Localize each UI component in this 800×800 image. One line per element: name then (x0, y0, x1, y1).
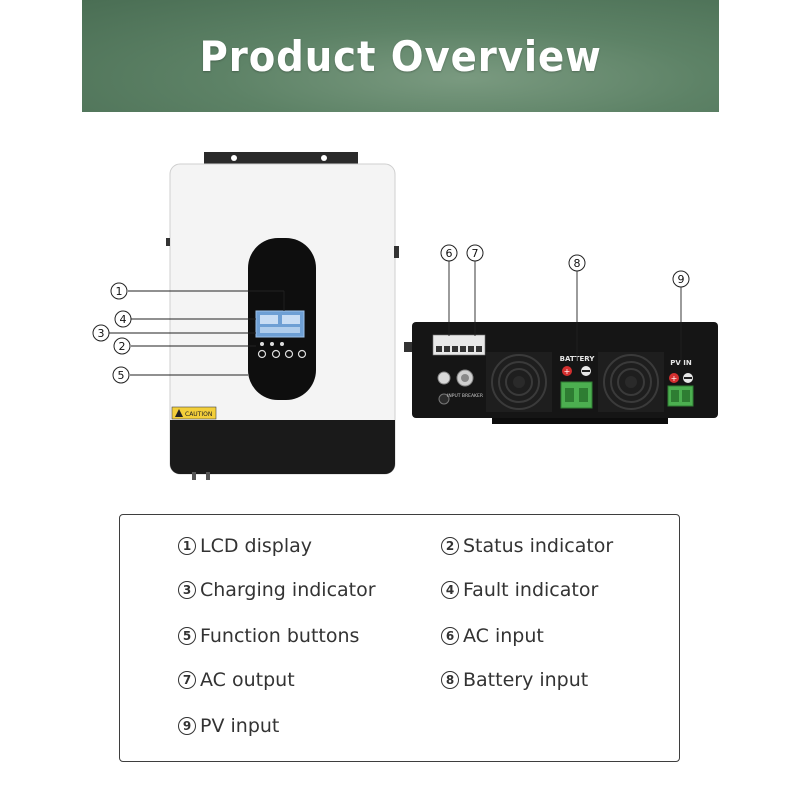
legend-text: Function buttons (200, 625, 360, 647)
legend-text: Fault indicator (463, 579, 599, 601)
legend-item-lcd-display: 1 LCD display (178, 535, 312, 557)
legend-text: PV input (200, 715, 280, 737)
function-button[interactable] (284, 349, 294, 359)
product-figure: CAUTION 1 4 3 2 5 (0, 120, 800, 500)
mounting-bracket (204, 152, 358, 166)
callout-4: 4 (120, 313, 127, 326)
callout-9: 9 (678, 273, 685, 286)
legend-item-ac-output: 7 AC output (178, 669, 295, 691)
legend-item-battery-input: 8 Battery input (441, 669, 588, 691)
svg-text:+: + (564, 367, 571, 376)
legend-number: 5 (178, 627, 196, 645)
legend-number: 9 (178, 717, 196, 735)
legend-number: 2 (441, 537, 459, 555)
callout-1: 1 (116, 285, 123, 298)
callout-8: 8 (574, 257, 581, 270)
banner-title: Product Overview (199, 31, 602, 81)
fan-right (598, 352, 664, 412)
front-callouts (109, 290, 285, 376)
caution-sticker (171, 406, 217, 420)
legend-box: 1 LCD display 2 Status indicator 3 Charg… (119, 514, 680, 762)
battery-positive (562, 366, 572, 376)
legend-number: 1 (178, 537, 196, 555)
legend-number: 4 (441, 581, 459, 599)
callout-7: 7 (472, 247, 479, 260)
bottom-view: INPUT BREAKER BATTERY + (404, 322, 718, 424)
legend-item-status-indicator: 2 Status indicator (441, 535, 613, 557)
legend-item-pv-input: 9 PV input (178, 715, 279, 737)
legend-item-function-buttons: 5 Function buttons (178, 625, 359, 647)
callout-6: 6 (446, 247, 453, 260)
fan-left (486, 352, 552, 412)
caution-label: CAUTION (185, 411, 212, 418)
function-button[interactable] (257, 349, 267, 359)
inverter-base (170, 420, 395, 474)
callout-2: 2 (119, 340, 126, 353)
callout-3: 3 (98, 327, 105, 340)
legend-item-ac-input: 6 AC input (441, 625, 544, 647)
legend-number: 3 (178, 581, 196, 599)
function-button[interactable] (297, 349, 307, 359)
function-button[interactable] (271, 349, 281, 359)
callout-5: 5 (118, 369, 125, 382)
svg-text:+: + (671, 374, 678, 383)
legend-number: 7 (178, 671, 196, 689)
legend-text: Status indicator (463, 535, 614, 557)
legend-text: Charging indicator (200, 579, 376, 601)
legend-text: AC input (463, 625, 544, 647)
pv-positive (669, 373, 679, 383)
breaker-knob (437, 371, 451, 385)
legend-text: AC output (200, 669, 295, 691)
banner: Product Overview (82, 0, 719, 112)
product-illustration: CAUTION 1 4 3 2 5 (92, 152, 718, 480)
legend-text: Battery input (463, 669, 589, 691)
legend-number: 6 (441, 627, 459, 645)
legend-item-charging-indicator: 3 Charging indicator (178, 579, 376, 601)
legend-number: 8 (441, 671, 459, 689)
legend-text: LCD display (200, 535, 312, 557)
front-view: CAUTION (166, 152, 399, 480)
battery-label: BATTERY (560, 355, 596, 363)
legend-item-fault-indicator: 4 Fault indicator (441, 579, 598, 601)
input-breaker-label: INPUT BREAKER (447, 393, 483, 399)
